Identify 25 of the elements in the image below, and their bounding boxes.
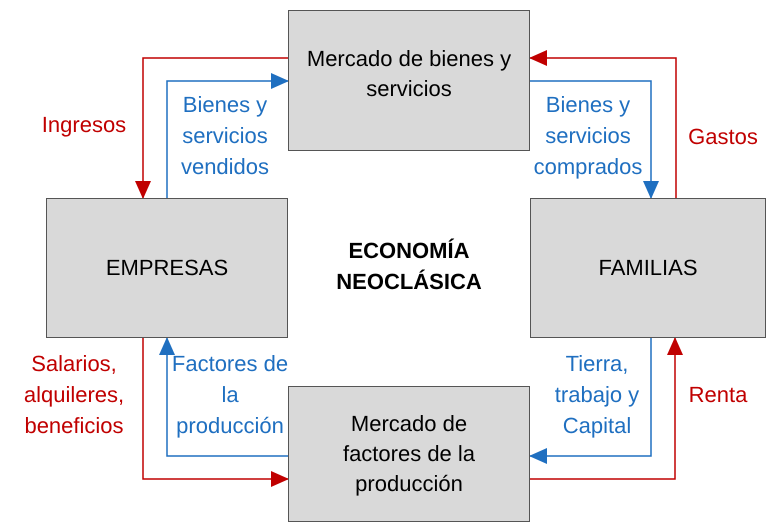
process-box [530, 198, 766, 338]
box-label: EMPRESAS [104, 254, 230, 282]
arrow [530, 80, 659, 199]
arrow [159, 337, 288, 457]
diagram-title: ECONOMÍA NEOCLÁSICA [335, 237, 483, 296]
edge-label: Ingresos [40, 111, 128, 139]
edge-label: Renta [688, 381, 748, 409]
box-label: Mercado de factores de la producción [342, 410, 476, 498]
arrow [529, 50, 677, 198]
arrow [135, 57, 288, 199]
edge-label: Gastos [687, 123, 759, 151]
arrow [142, 338, 289, 487]
edge-label: Bienes y servicios comprados [532, 91, 644, 181]
box-label: Mercado de bienes y servicios [306, 44, 512, 102]
edge-label: Tierra, trabajo y Capital [554, 350, 640, 440]
edge-label: Factores de la producción [170, 350, 290, 440]
box-label: FAMILIAS [597, 254, 699, 282]
arrow [166, 73, 289, 198]
edge-label: Salarios, alquileres, beneficios [22, 350, 126, 440]
process-box [288, 10, 530, 151]
process-box [46, 198, 288, 338]
arrow [529, 338, 652, 464]
process-box [288, 386, 530, 522]
arrow [530, 337, 683, 480]
edge-label: Bienes y servicios vendidos [180, 91, 270, 181]
